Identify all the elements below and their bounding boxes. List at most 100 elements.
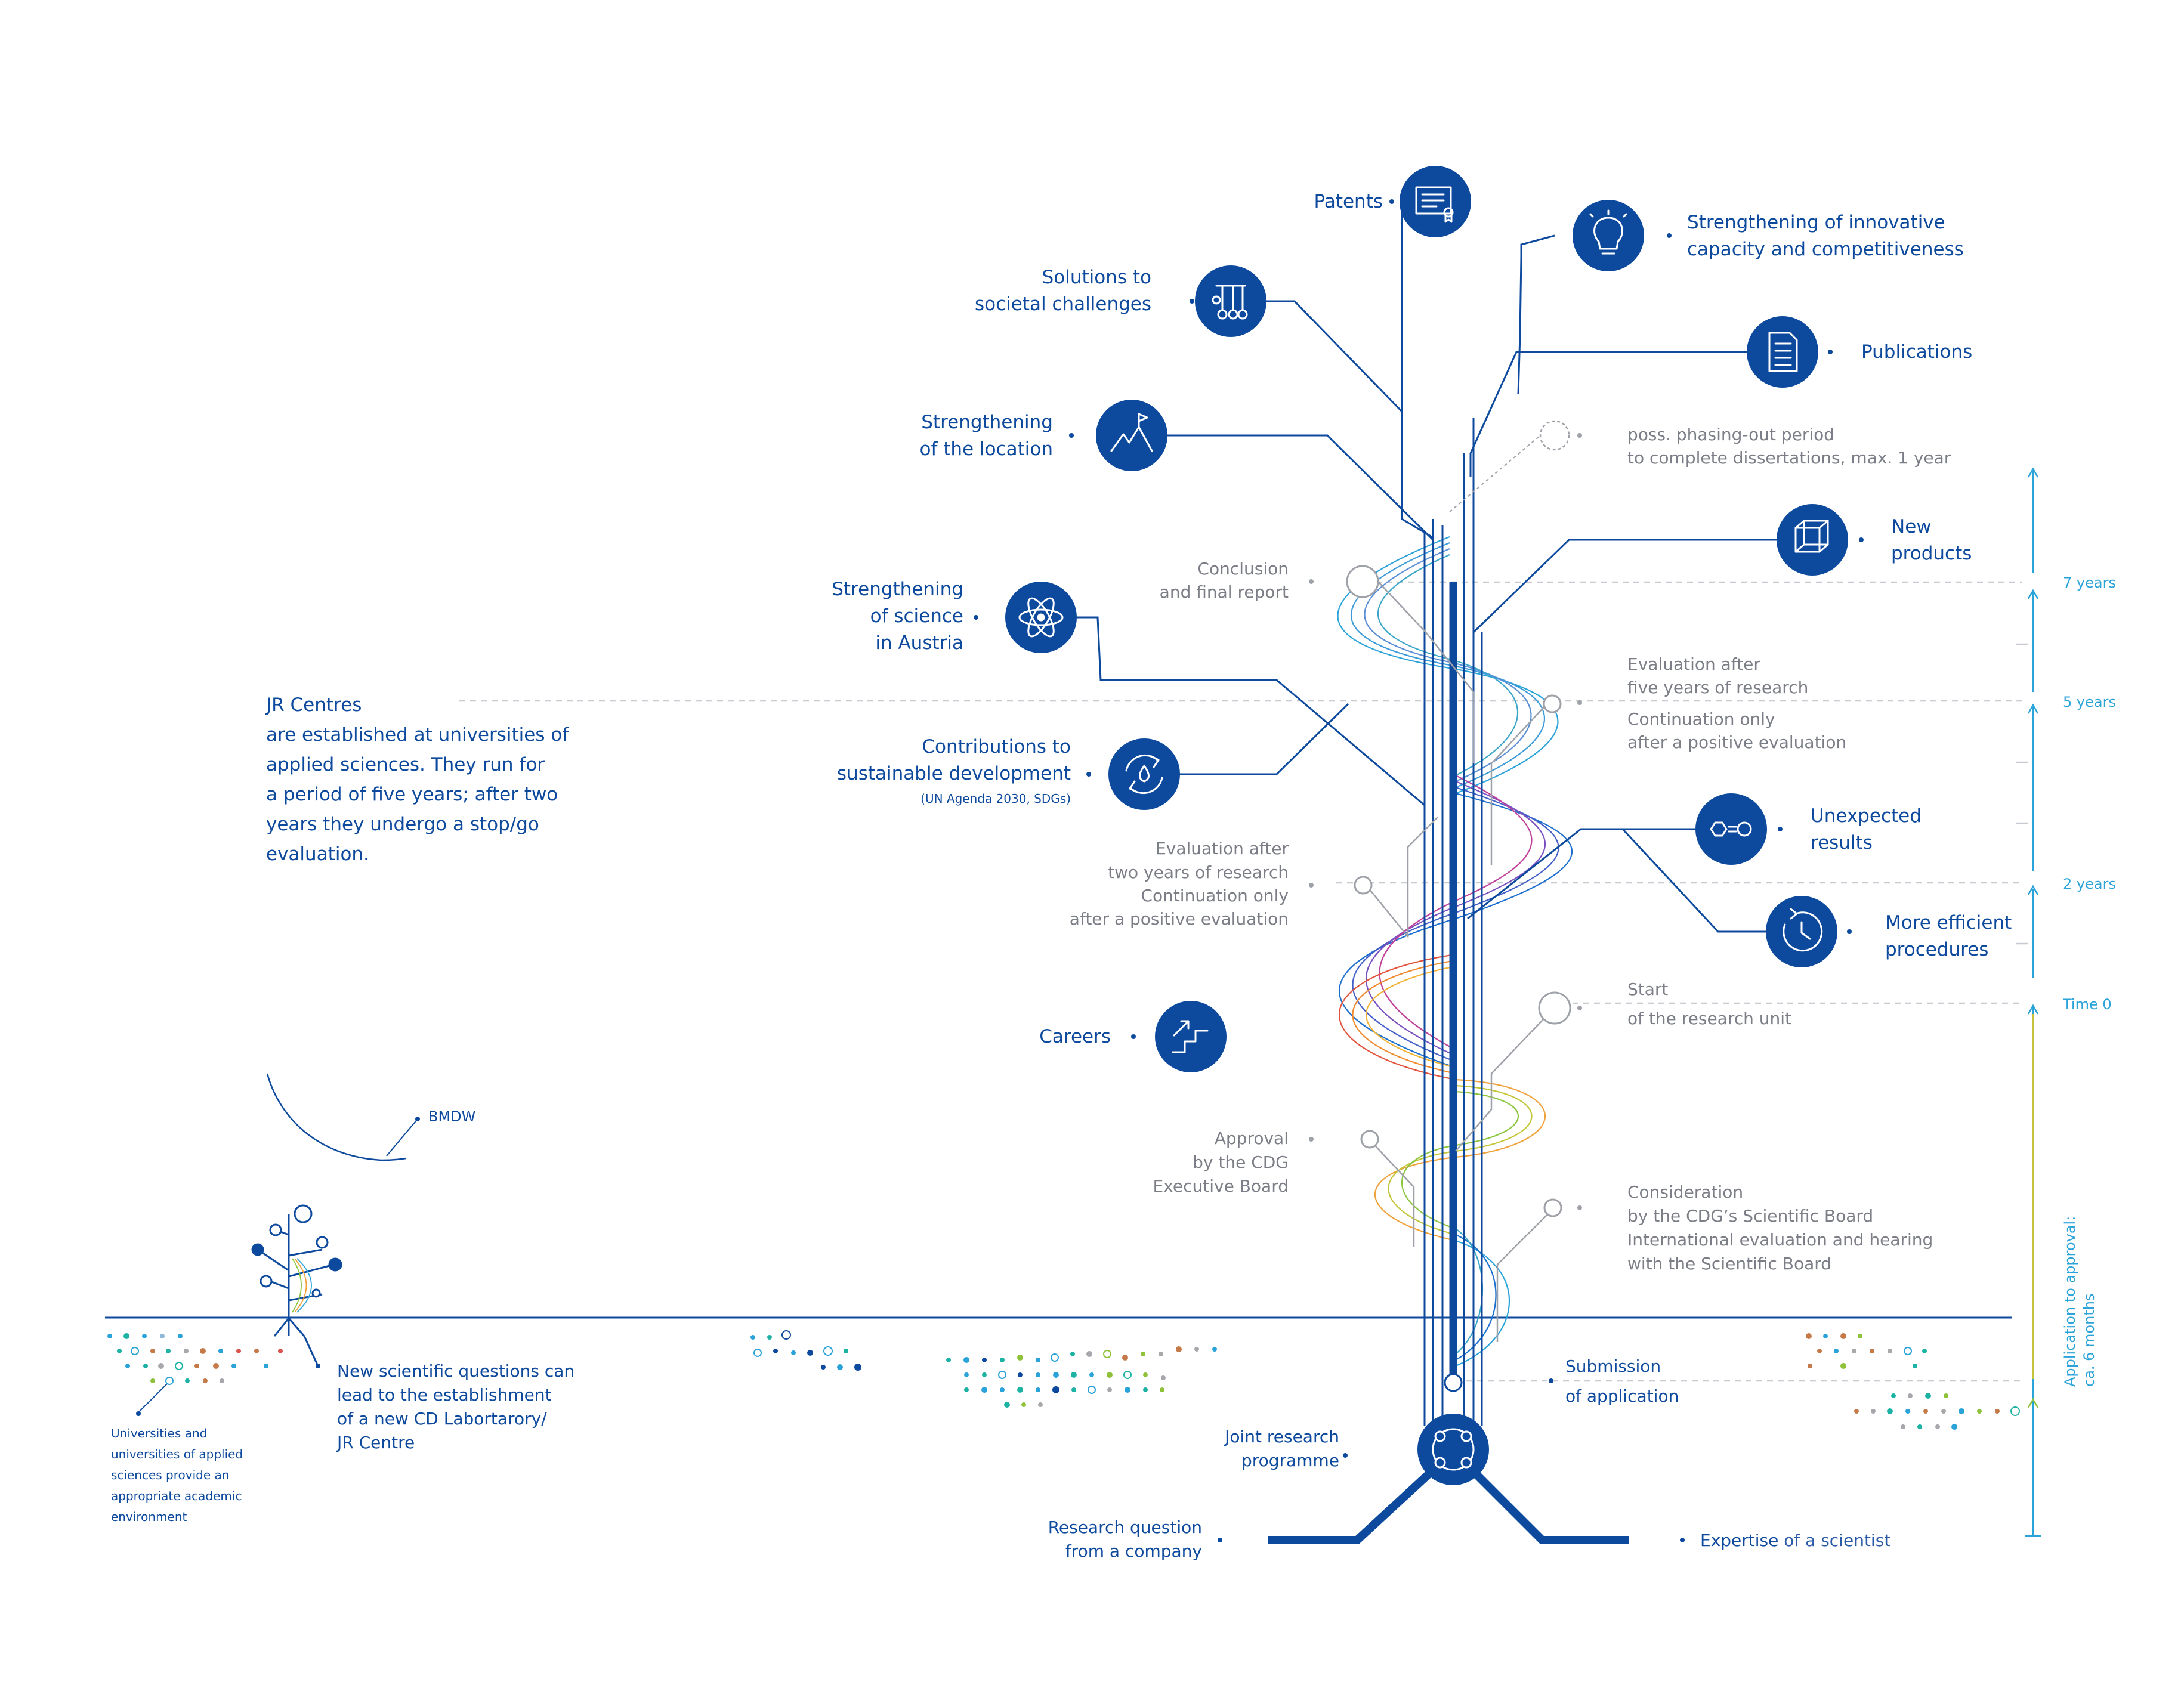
switches-icon (1212, 285, 1248, 320)
water-cycle-icon (1125, 754, 1163, 795)
label-7-years: 7 years (2063, 574, 2116, 591)
innovation-node[interactable] (1573, 200, 1644, 271)
label-eval2-3: Continuation only (1141, 886, 1289, 905)
label-eval5-3: Continuation only (1627, 709, 1775, 729)
label-university-3: sciences provide an (111, 1468, 229, 1482)
label-sustain-2: sustainable development (837, 763, 1071, 784)
label-approval-3: Executive Board (1153, 1176, 1289, 1196)
label-joint-2: programme (1241, 1451, 1339, 1470)
atom-icon (1018, 597, 1064, 638)
label-location-2: of the location (920, 438, 1053, 460)
label-time-0: Time 0 (2062, 996, 2112, 1013)
label-science-2: of science (870, 605, 963, 627)
timeline-axis (2016, 467, 2041, 1537)
bmdw-pointer (386, 1118, 418, 1157)
label-sustain-1: Contributions to (922, 736, 1071, 758)
label-dots (974, 199, 1864, 1542)
label-eval5-2: five years of research (1627, 678, 1808, 697)
new-products-node[interactable] (1777, 504, 1848, 576)
label-newprod-1: New (1891, 516, 1932, 537)
main-trunk (1268, 418, 1629, 1544)
label-new-questions-1: New scientific questions can (337, 1361, 574, 1381)
location-node[interactable] (1096, 400, 1167, 471)
bmdw-dot (415, 1117, 420, 1121)
label-consid-4: with the Scientific Board (1627, 1254, 1831, 1273)
label-phase-1: poss. phasing-out period (1627, 425, 1834, 444)
societal-challenges-node[interactable] (1195, 265, 1266, 337)
label-societal-1: Solutions to (1042, 267, 1151, 288)
label-eval5-1: Evaluation after (1627, 654, 1760, 674)
patents-node[interactable] (1400, 166, 1471, 237)
science-node[interactable] (1005, 582, 1077, 653)
label-new-questions-2: lead to the establishment (337, 1385, 552, 1405)
careers-node[interactable] (1155, 1001, 1227, 1072)
label-eval2-2: two years of research (1108, 862, 1289, 882)
label-newprod-2: products (1891, 543, 1972, 564)
label-science-3: in Austria (875, 632, 963, 654)
label-eval2-4: after a positive evaluation (1070, 909, 1289, 929)
label-start-2: of the research unit (1627, 1009, 1791, 1028)
label-innov-2: capacity and competitiveness (1687, 239, 1964, 260)
label-conclusion-1: Conclusion (1197, 559, 1289, 579)
lightbulb-icon (1589, 209, 1627, 255)
jr-centres-line-2: applied sciences. They run for (266, 754, 545, 775)
stairs-icon (1172, 1020, 1209, 1053)
label-unexp-1: Unexpected (1811, 805, 1922, 827)
outcome-branches (1074, 202, 1778, 933)
label-location-1: Strengthening (921, 412, 1053, 433)
dot-cluster-right (1806, 1333, 2020, 1430)
jr-centres-line-5: evaluation. (266, 843, 369, 865)
label-phase-2: to complete dissertations, max. 1 year (1627, 448, 1951, 468)
publications-node[interactable] (1747, 316, 1818, 388)
dot-cluster-left (107, 1333, 283, 1385)
label-consid-2: by the CDG’s Scientific Board (1627, 1206, 1873, 1226)
label-science-1: Strengthening (832, 579, 963, 600)
label-new-questions-3: of a new CD Labortarory/ (337, 1409, 547, 1429)
label-2-years: 2 years (2063, 876, 2116, 892)
label-submission-2: of application (1565, 1386, 1679, 1406)
label-submission-1: Submission (1565, 1356, 1661, 1376)
jr-centres-line-3: a period of five years; after two (266, 784, 558, 805)
cube-icon (1794, 520, 1829, 553)
dot-cluster-middle (946, 1346, 1217, 1408)
joint-research-node[interactable] (1417, 1414, 1489, 1485)
label-patents: Patents (1314, 191, 1383, 212)
sustainable-development-node[interactable] (1108, 738, 1180, 810)
label-consid-1: Consideration (1627, 1182, 1743, 1202)
milestone-markers (1346, 420, 1571, 1392)
document-icon (1768, 332, 1798, 372)
label-university-1: Universities and (111, 1426, 207, 1440)
unexpected-results-node[interactable] (1695, 793, 1767, 865)
jr-centres-line-4: years they undergo a stop/go (266, 814, 539, 835)
label-approval-1: Approval (1215, 1129, 1289, 1148)
label-innov-1: Strengthening of innovative (1687, 212, 1945, 233)
label-bmdw: BMDW (428, 1108, 475, 1125)
dot-cluster-middle-left (750, 1330, 861, 1371)
university-dot (136, 1411, 141, 1416)
seedling-tree-icon (251, 1204, 342, 1367)
clock-icon (1783, 908, 1823, 952)
label-publications: Publications (1861, 341, 1972, 363)
efficient-procedures-node[interactable] (1766, 896, 1837, 967)
certificate-icon (1415, 186, 1454, 223)
label-approval-duration-1: Application to approval: (2062, 1216, 2078, 1387)
label-university-2: universities of applied (111, 1447, 243, 1461)
label-5-years: 5 years (2063, 694, 2116, 710)
bmdw-arc (266, 1073, 406, 1161)
label-effic-2: procedures (1885, 939, 1988, 960)
label-expertise-rest: of a scientist (1778, 1531, 1890, 1550)
label-sustain-3: (UN Agenda 2030, SDGs) (920, 792, 1071, 806)
label-eval5-4: after a positive evaluation (1627, 732, 1846, 752)
jr-centres-title: JR Centres (265, 694, 362, 716)
label-eval2-1: Evaluation after (1156, 839, 1289, 858)
label-approval-2: by the CDG (1193, 1152, 1289, 1172)
network-node-icon (1432, 1428, 1475, 1471)
label-consid-3: International evaluation and hearing (1627, 1230, 1933, 1250)
label-expertise: Expertise of a scientist (1700, 1531, 1890, 1550)
label-university-4: appropriate academic (111, 1489, 242, 1503)
label-joint-1: Joint research (1224, 1427, 1339, 1446)
label-unexp-2: results (1811, 832, 1873, 854)
label-careers: Careers (1039, 1026, 1111, 1047)
mountain-flag-icon (1110, 413, 1153, 452)
